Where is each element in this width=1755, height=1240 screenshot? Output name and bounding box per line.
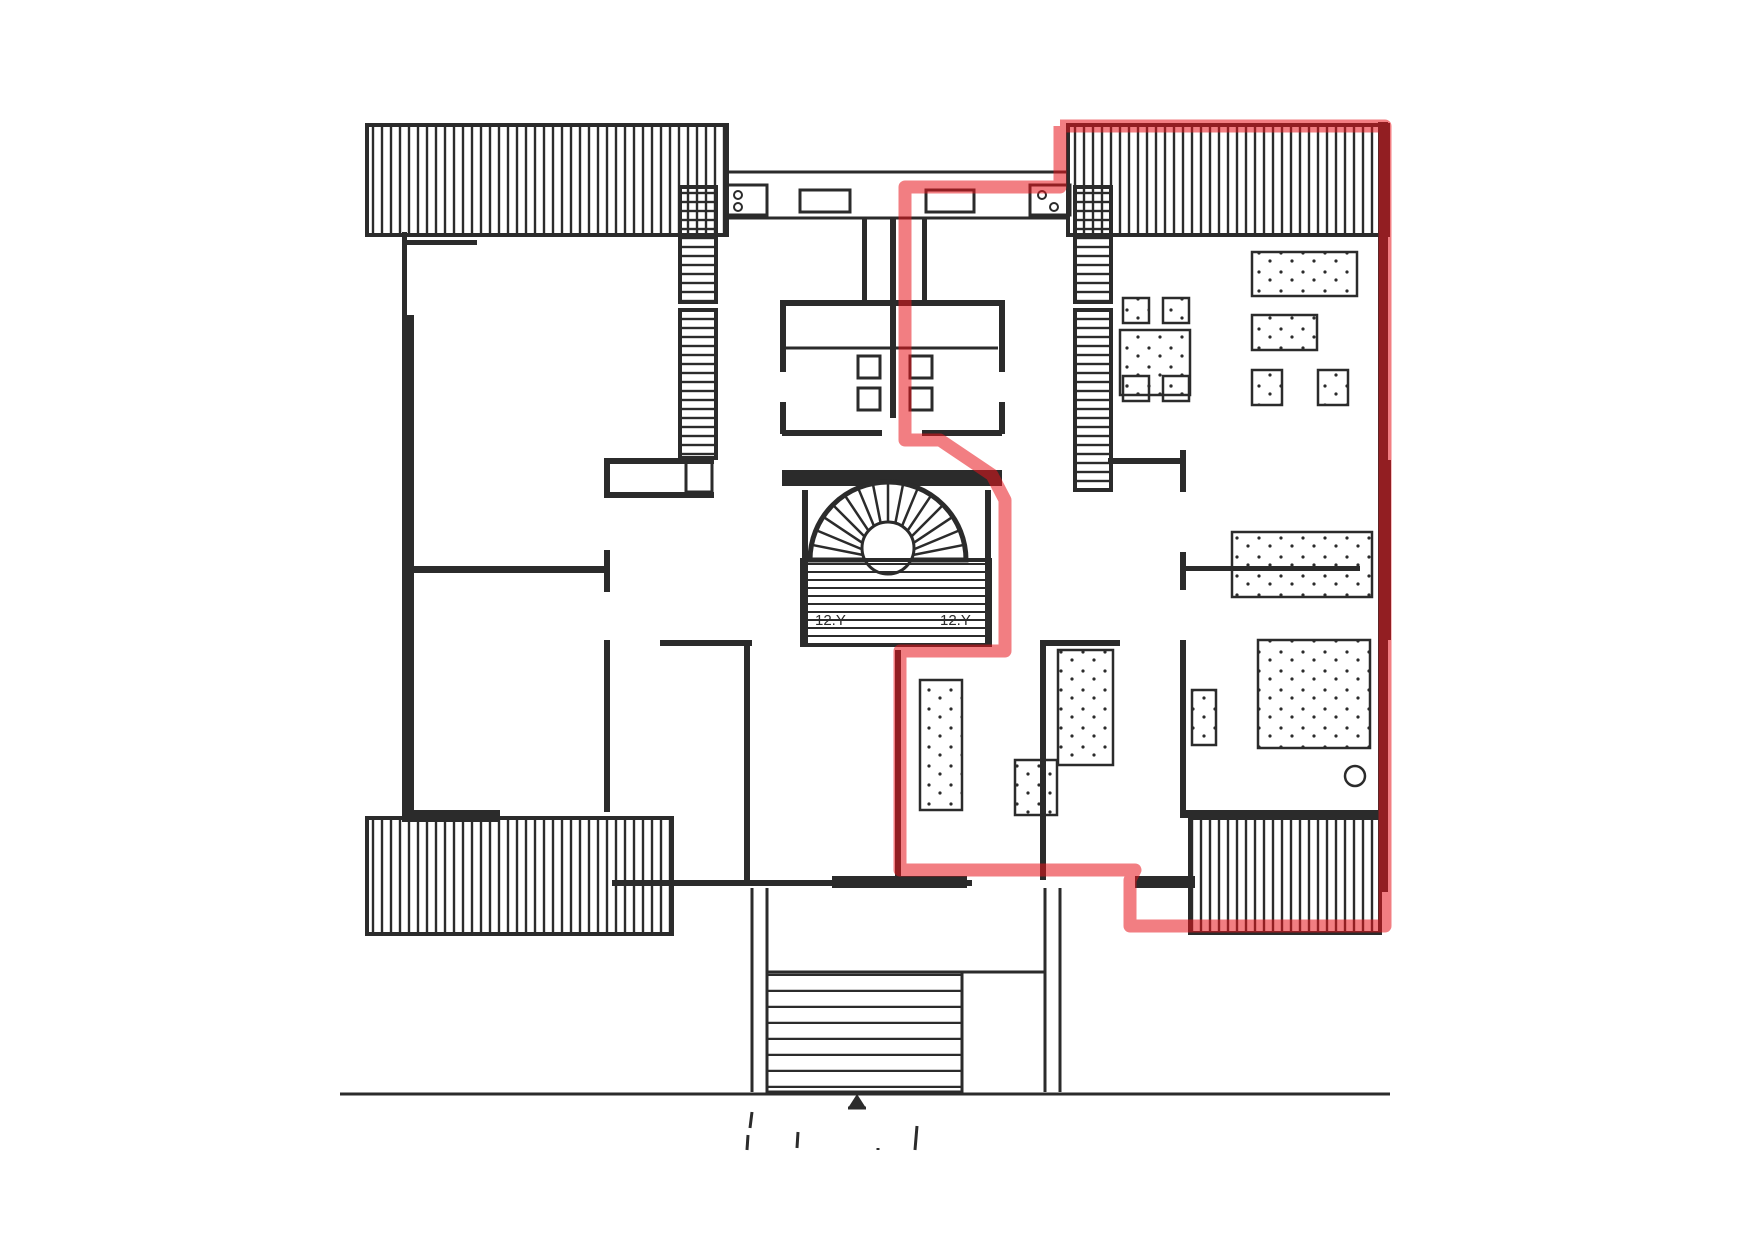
stair-tread: [908, 516, 952, 547]
balcony-top-left: [365, 123, 729, 237]
entrance-steps: [750, 888, 1062, 1094]
furniture: [918, 250, 1374, 817]
stair-tread: [817, 529, 865, 552]
section-ticks: [745, 1111, 919, 1151]
stair-label-left: 12.Y: [815, 612, 846, 629]
balcony-top-right: [1066, 123, 1390, 237]
entry-arrow-icon: [848, 1094, 866, 1110]
stair-tread: [911, 529, 959, 552]
stair-tread: [824, 516, 868, 547]
highlighted-apartment-outline: [893, 119, 1392, 933]
balcony-bottom-left: [365, 816, 674, 936]
stair-tread: [813, 543, 863, 557]
balcony-bottom-right: [1188, 816, 1382, 935]
stair-tread: [913, 543, 963, 557]
stair-label-right: 12.Y: [940, 612, 971, 629]
spiral-staircase: 12.Y 12.Y: [800, 479, 992, 647]
stud-walls: [678, 185, 1113, 492]
